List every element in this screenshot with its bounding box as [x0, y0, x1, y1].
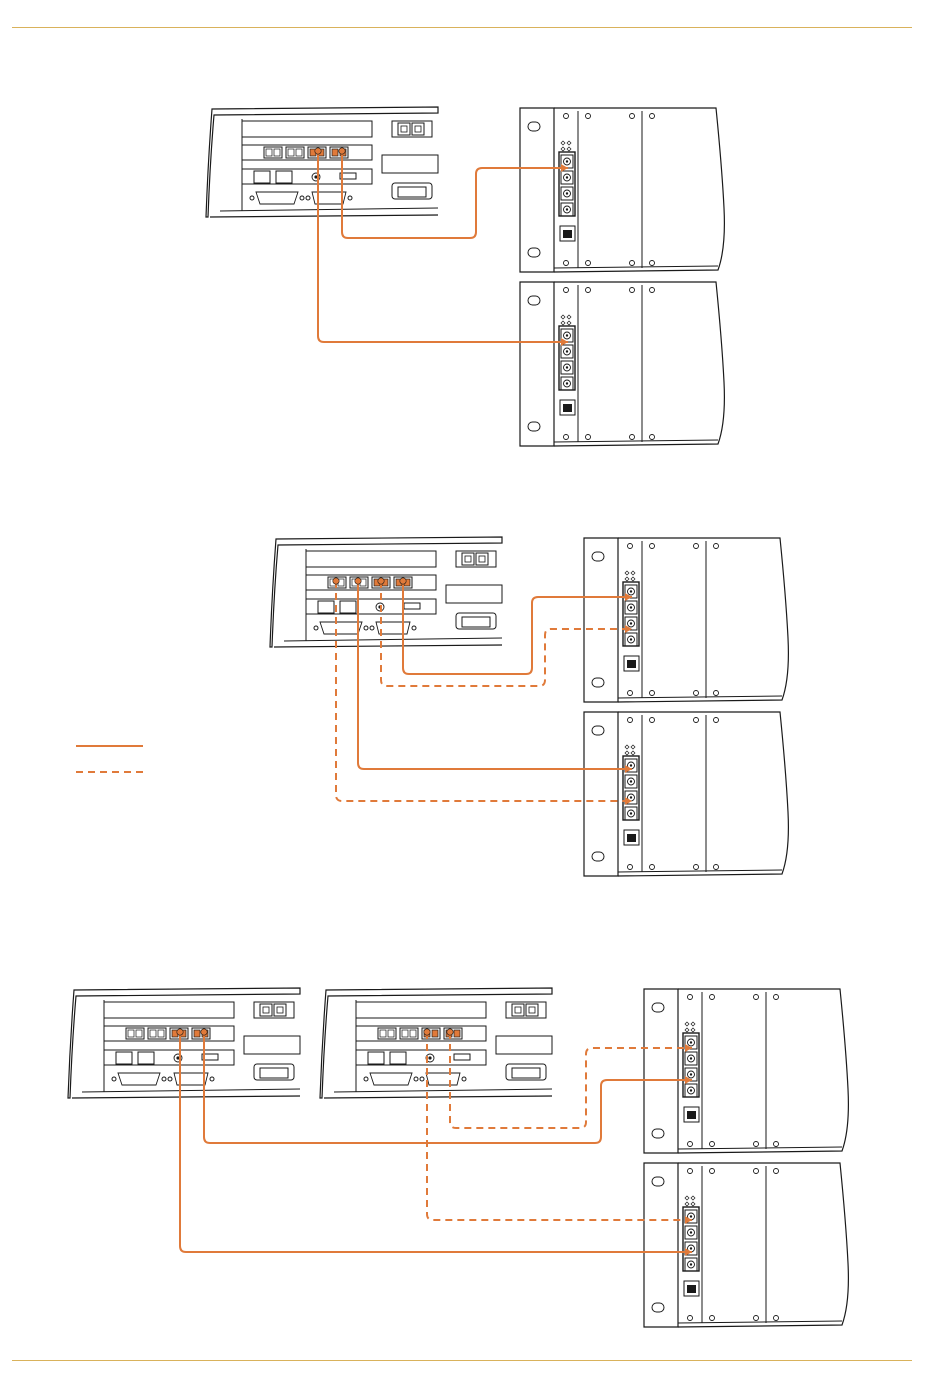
fig2-cable-a	[403, 581, 632, 674]
fig2-dot-b	[378, 578, 384, 584]
fig1-dot-a	[339, 148, 345, 154]
fig1-module-top	[520, 108, 724, 272]
fig2-dot-a	[400, 578, 406, 584]
fig2-switch	[270, 537, 502, 647]
fig3-switch-2	[320, 988, 552, 1098]
fig1-module-bottom	[520, 282, 724, 446]
fig2-dot-c	[355, 578, 361, 584]
fig3-dot-c	[424, 1029, 430, 1035]
fig3-dot-a	[201, 1029, 207, 1035]
fig1-switch	[206, 107, 438, 217]
fig2-dot-d	[333, 578, 339, 584]
fig1-cable-b	[318, 151, 568, 342]
fig1-dot-b	[315, 148, 321, 154]
fig3-switch-1	[68, 988, 300, 1098]
fig3-module-top	[644, 989, 848, 1153]
fig1-cable-a	[342, 151, 568, 238]
fig3-module-bottom	[644, 1163, 848, 1327]
fig2-module-bottom	[584, 712, 788, 876]
fig2-module-top	[584, 538, 788, 702]
fig3-dot-d	[177, 1029, 183, 1035]
fig3-dot-b	[447, 1029, 453, 1035]
